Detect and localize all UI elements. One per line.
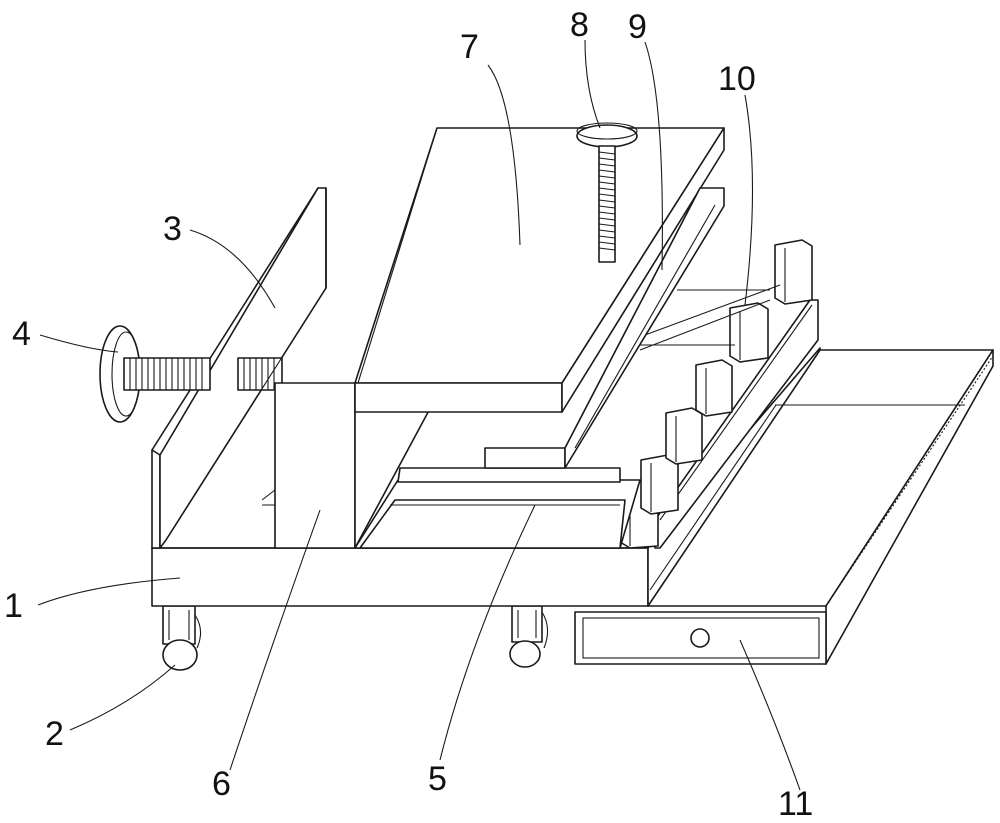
drawer-knob (690, 628, 710, 648)
drawer-tray (574, 349, 994, 665)
guide-rails (639, 284, 781, 351)
leader-11 (739, 639, 801, 791)
slide-plate (354, 467, 641, 549)
leader-5 (439, 504, 536, 761)
leader-3 (189, 229, 276, 309)
press-plate (354, 127, 725, 413)
leader-6 (229, 509, 321, 771)
callout-7: 7 (460, 28, 479, 66)
lead-screw (99, 325, 283, 423)
callout-2: 2 (45, 715, 64, 753)
callout-1: 1 (4, 587, 23, 625)
callout-6: 6 (212, 765, 231, 803)
leader-2 (69, 664, 176, 731)
callout-3: 3 (163, 210, 182, 248)
callout-5: 5 (428, 760, 447, 798)
leader-9 (644, 41, 663, 271)
callout-10: 10 (718, 60, 756, 98)
adjust-screw (576, 122, 638, 263)
callout-8: 8 (570, 6, 589, 44)
callout-9: 9 (628, 8, 647, 46)
leader-10 (744, 94, 754, 306)
callout-4: 4 (12, 315, 31, 353)
wheel-right (509, 605, 549, 668)
wheel-left (162, 605, 202, 671)
leader-7 (487, 64, 521, 246)
limit-blocks (619, 239, 813, 549)
leader-4 (39, 334, 119, 353)
callout-11: 11 (778, 785, 813, 823)
press-bar (484, 187, 725, 469)
leader-8 (584, 39, 601, 129)
leader-1 (37, 577, 181, 606)
leader-lines (37, 39, 801, 791)
